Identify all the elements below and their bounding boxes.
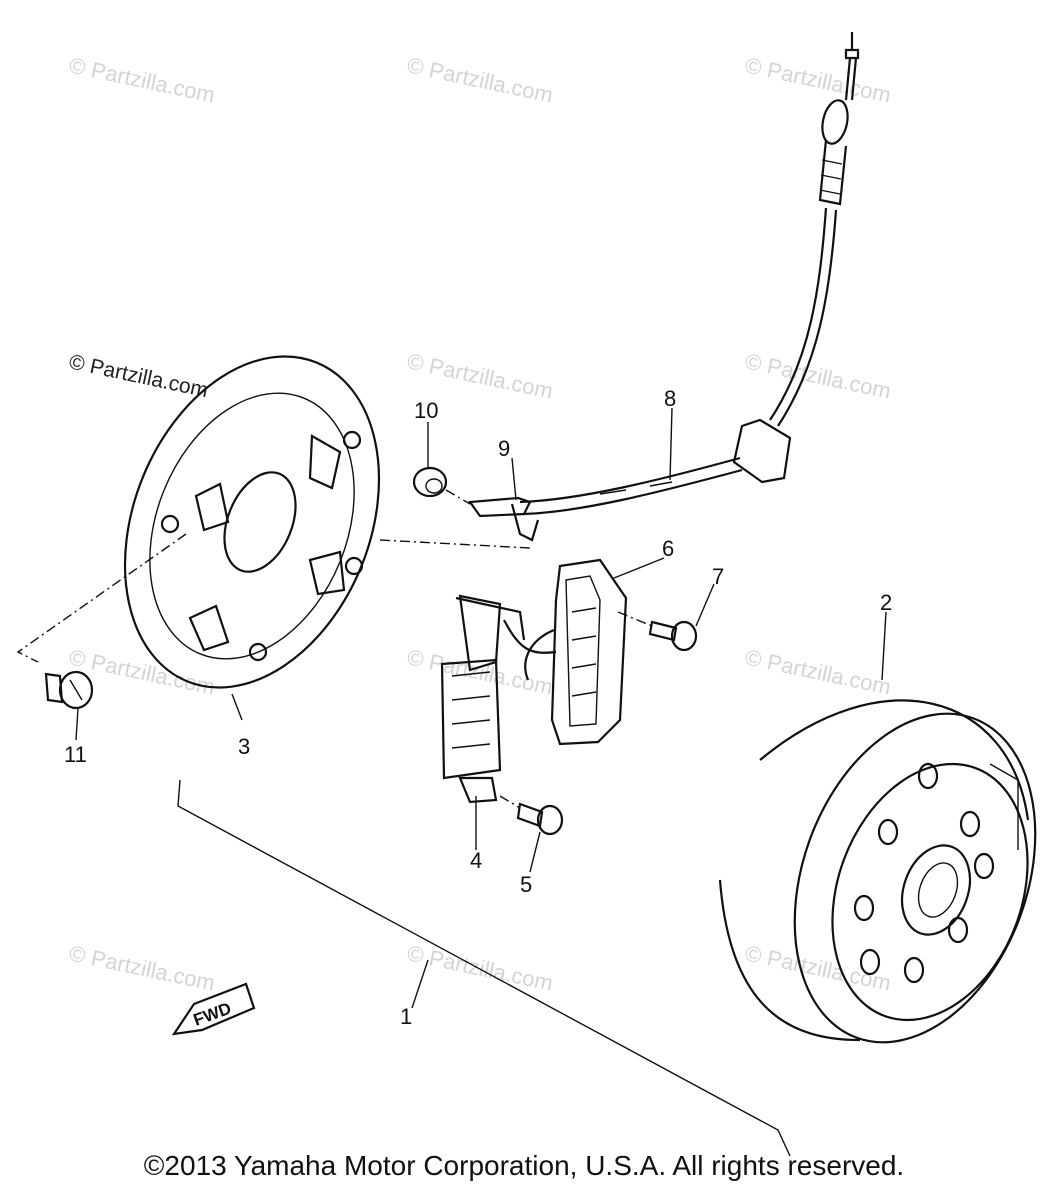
assembly-bracket-part-1 [177, 763, 1019, 1157]
rotor-part-2 [718, 699, 1037, 1044]
callout-9: 9 [498, 436, 510, 461]
watermark: © Partzilla.com [405, 644, 555, 699]
watermark: © Partzilla.com [67, 940, 217, 995]
watermark: © Partzilla.com [67, 644, 217, 699]
callout-5: 5 [520, 872, 532, 897]
watermark: © Partzilla.com [743, 52, 893, 107]
watermark: © Partzilla.com [743, 940, 893, 995]
callout-3: 3 [238, 734, 250, 759]
screw-part-7 [617, 611, 698, 652]
callout-2: 2 [880, 590, 892, 615]
screw-part-11 [44, 670, 94, 710]
coil-part-6 [503, 558, 628, 746]
watermark: © Partzilla.com [743, 348, 893, 403]
callout-labels: 1 2 3 4 5 6 7 8 9 10 11 [64, 386, 892, 1029]
watermark: © Partzilla.com [67, 52, 217, 107]
watermark-dark: © Partzilla.com [67, 350, 210, 402]
callout-11: 11 [64, 742, 87, 767]
base-plate-part-3 [16, 355, 531, 689]
callout-10: 10 [414, 398, 438, 423]
screw-part-5 [499, 795, 564, 836]
watermark: © Partzilla.com [405, 940, 555, 995]
leader-lines [75, 407, 887, 1009]
watermark: © Partzilla.com [405, 52, 555, 107]
callout-1: 1 [400, 1004, 412, 1029]
callout-8: 8 [664, 386, 676, 411]
lead-wire-part-8 [467, 32, 860, 542]
callout-4: 4 [470, 848, 482, 873]
callout-6: 6 [662, 536, 674, 561]
nut-part-10 [412, 466, 471, 505]
callout-7: 7 [712, 564, 724, 589]
watermark: © Partzilla.com [743, 644, 893, 699]
coil-part-4 [440, 594, 526, 804]
fwd-arrow: FWD [171, 982, 256, 1036]
copyright-notice: ©2013 Yamaha Motor Corporation, U.S.A. A… [143, 1150, 905, 1181]
watermark: © Partzilla.com [405, 348, 555, 403]
